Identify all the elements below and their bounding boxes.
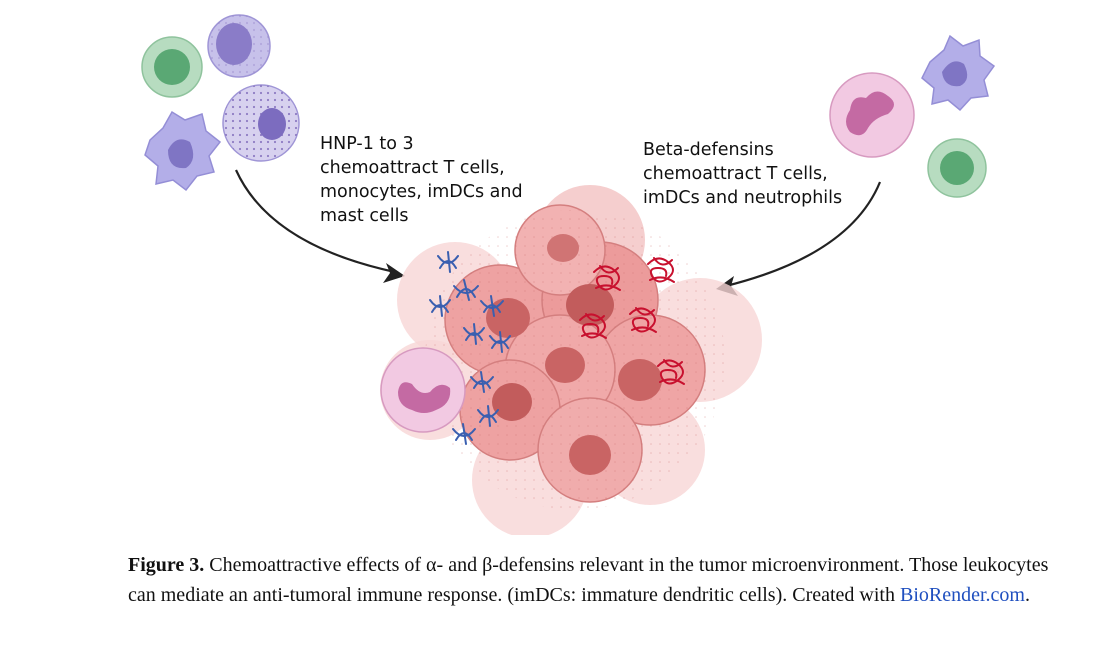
dendritic-cell-right xyxy=(921,34,996,112)
t-cell-left xyxy=(141,36,203,98)
monocyte-left xyxy=(207,14,271,78)
t-cell-right xyxy=(927,138,987,198)
alpha-defensins xyxy=(429,251,511,445)
biorender-link[interactable]: BioRender.com xyxy=(900,583,1025,606)
diagram-illustration xyxy=(141,14,996,535)
caption-end: . xyxy=(1024,583,1030,606)
beta-defensins xyxy=(579,257,685,385)
dendritic-cell-left xyxy=(144,110,222,192)
mast-cell-left xyxy=(222,84,300,162)
caption-text: Chemoattractive effects of α- and β-defe… xyxy=(128,554,1049,606)
figure-label: Figure 3. xyxy=(128,554,205,576)
figure-caption: Figure 3. Chemoattractive effects of α- … xyxy=(128,551,1068,610)
neutrophil-right xyxy=(829,72,915,158)
neutrophil-tumor xyxy=(380,347,466,433)
alpha-defensin-label: HNP-1 to 3 chemoattract T cells, monocyt… xyxy=(320,134,523,226)
beta-defensin-label: Beta-defensins chemoattract T cells, imD… xyxy=(643,140,843,208)
arrow-left xyxy=(234,169,405,283)
